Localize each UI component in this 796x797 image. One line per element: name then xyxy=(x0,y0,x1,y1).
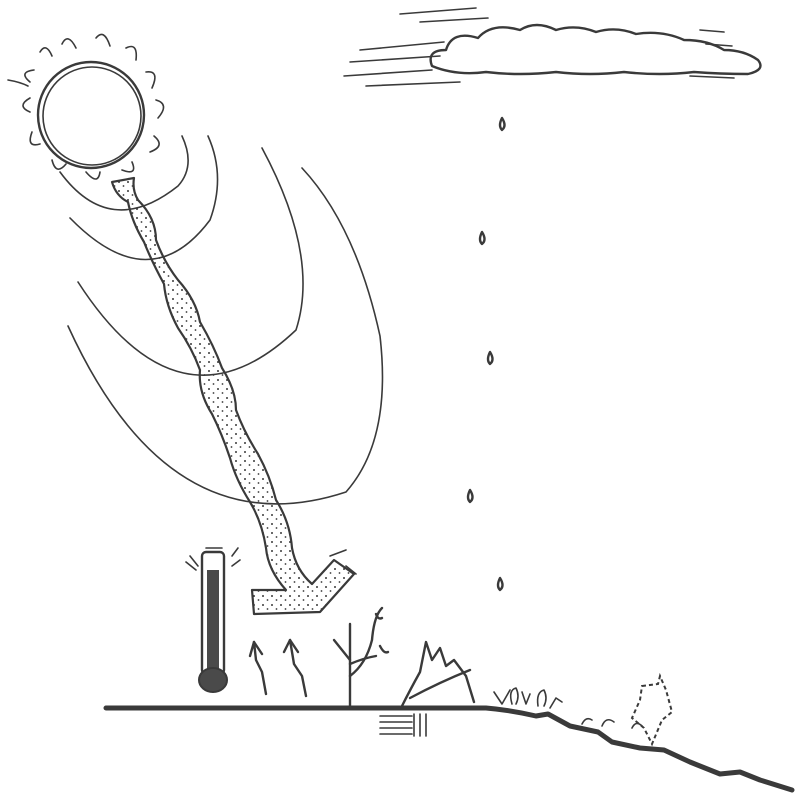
heat-arrows xyxy=(250,640,306,696)
radiation-arcs xyxy=(60,136,382,504)
sun-icon xyxy=(8,34,164,179)
seedlings xyxy=(494,688,642,728)
raindrops xyxy=(468,118,505,590)
thermometer-icon xyxy=(186,548,240,692)
tree-sapling xyxy=(334,608,388,706)
grass-tuft xyxy=(402,642,474,706)
cloud-icon xyxy=(431,25,761,74)
solar-radiation-arrow xyxy=(112,178,356,614)
ground-line xyxy=(106,708,792,790)
downhill-flow-arrow xyxy=(632,676,672,744)
soil-layers-icon xyxy=(380,714,426,736)
